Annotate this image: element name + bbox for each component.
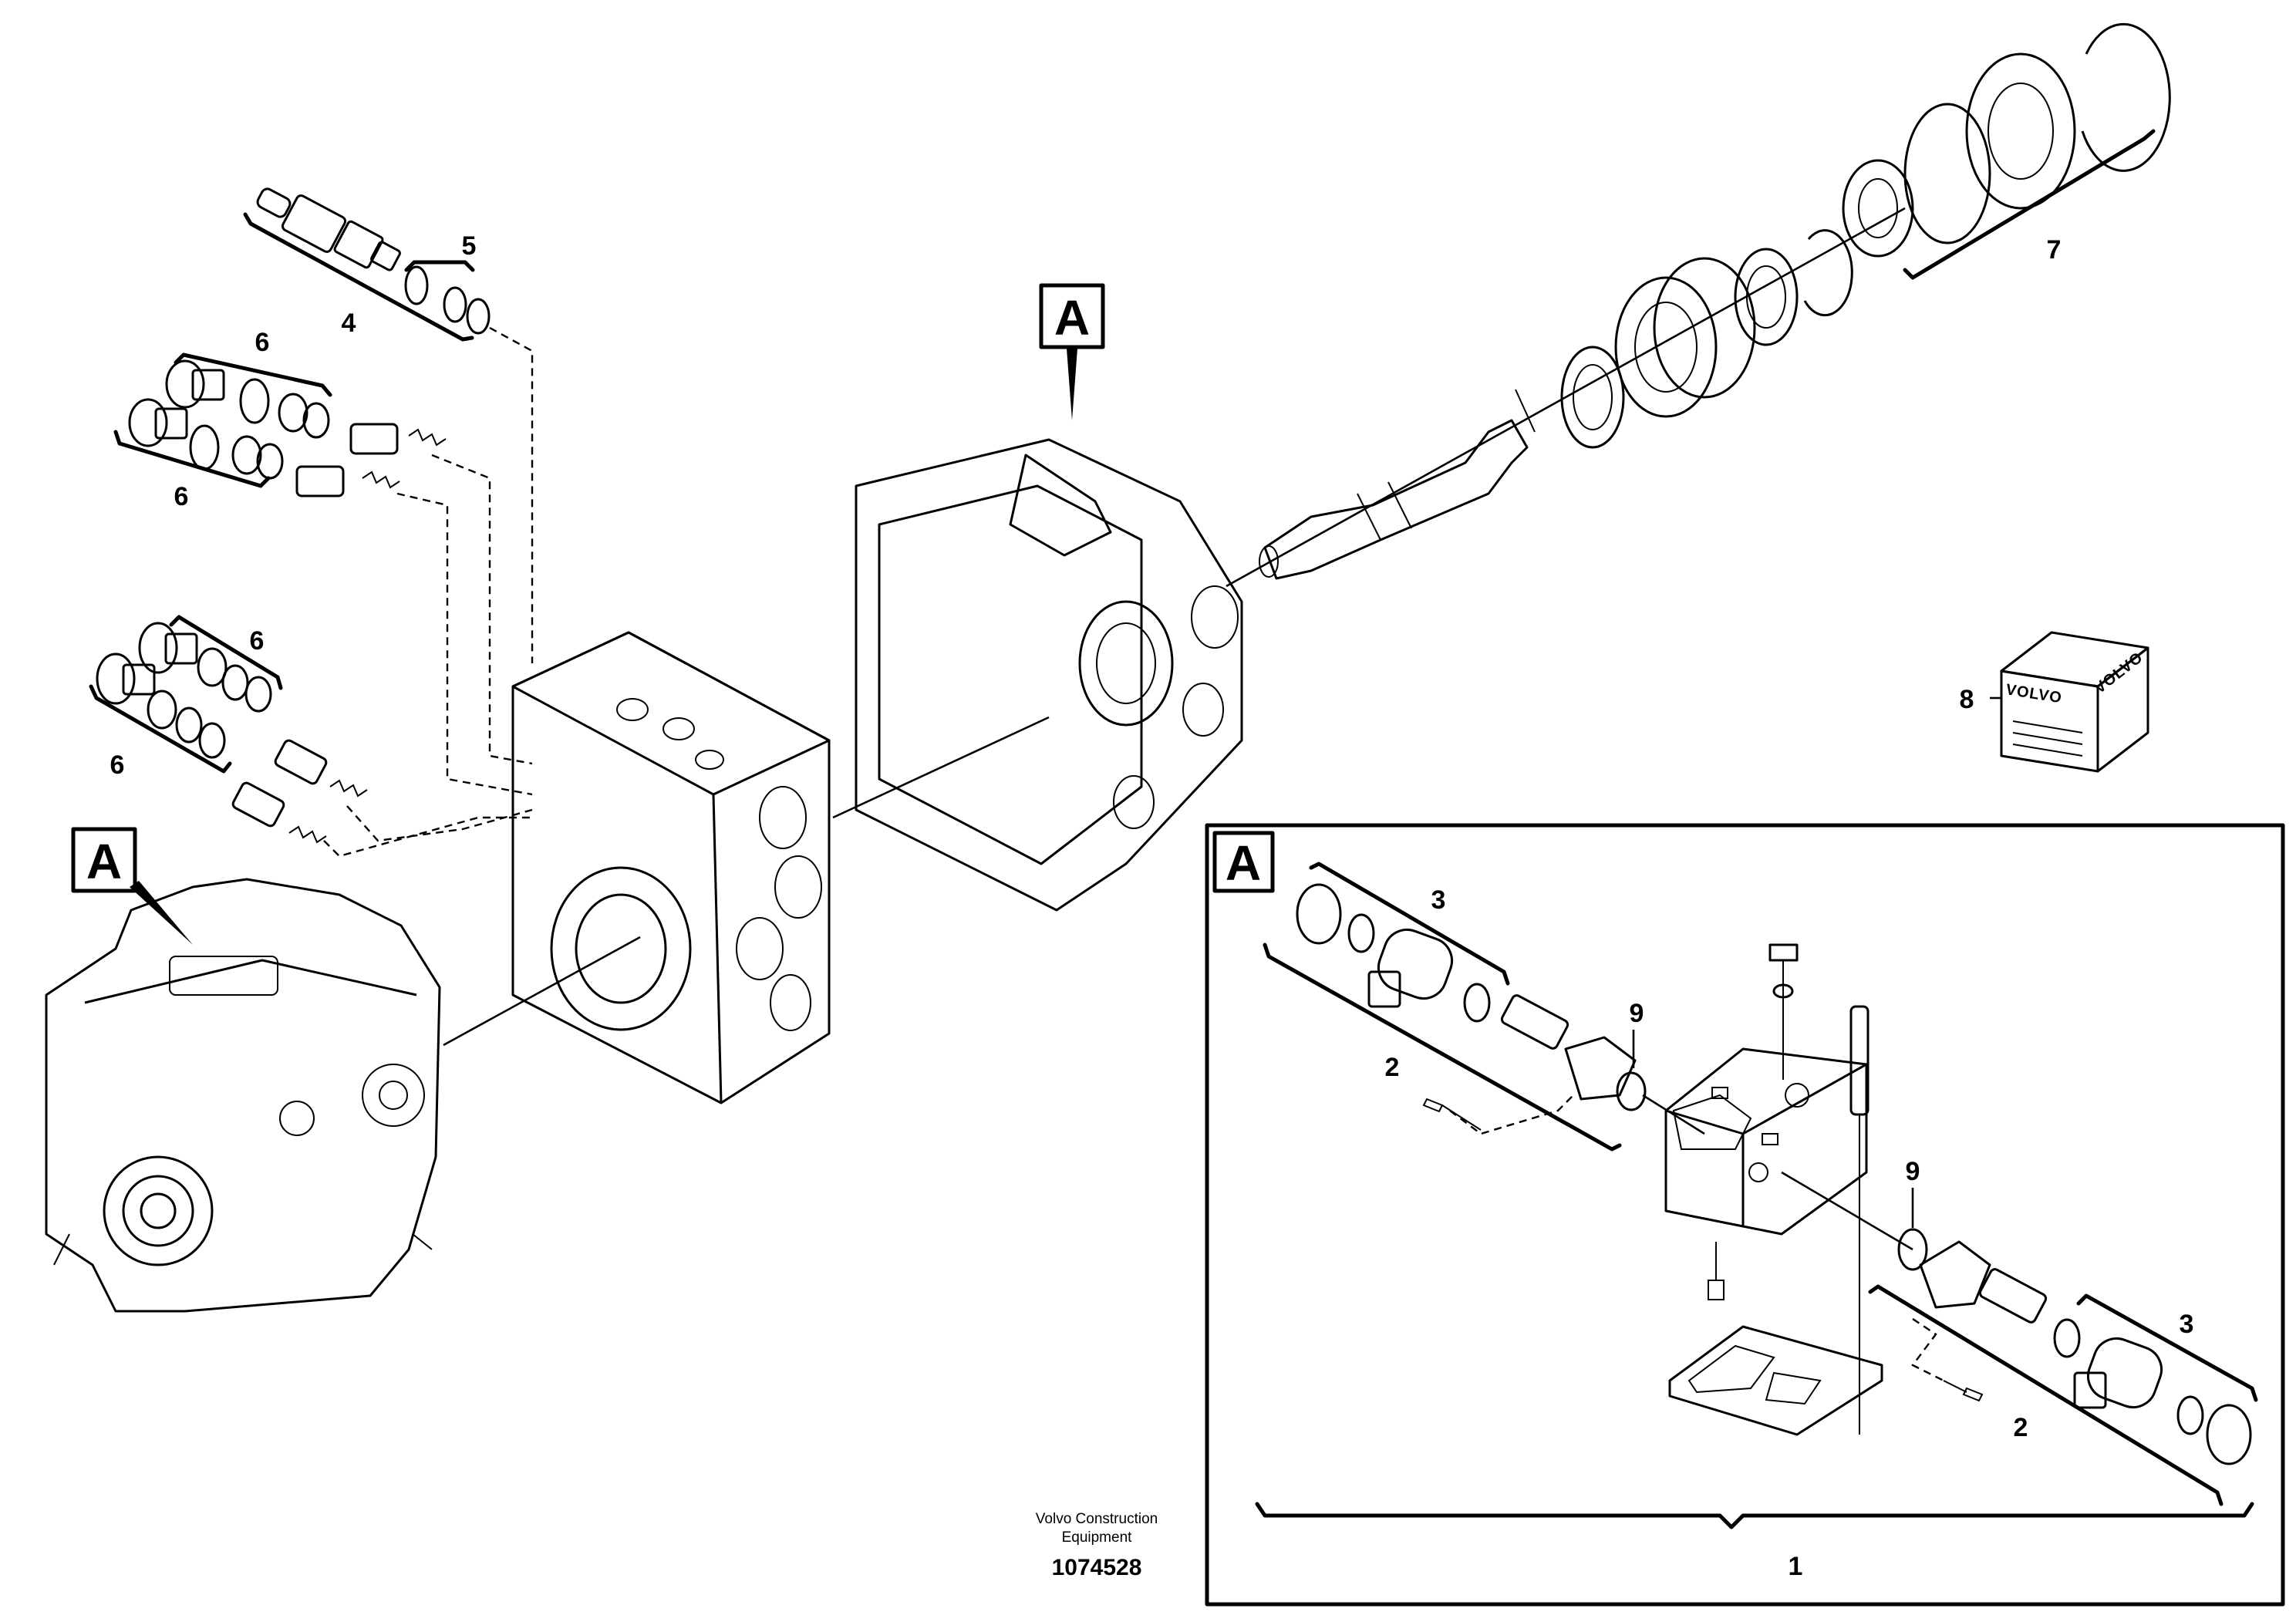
callout-9-upper: 9 bbox=[1630, 999, 1644, 1028]
callout-2-lower: 2 bbox=[2014, 1413, 2028, 1442]
callout-9-lower: 9 bbox=[1906, 1157, 1920, 1186]
detail-screw-upper bbox=[1422, 1098, 1482, 1131]
brace-2-lower bbox=[1868, 1284, 2224, 1506]
company-name-line-2: Equipment bbox=[1062, 1529, 1133, 1546]
port-plate bbox=[511, 631, 831, 1104]
callout-6-a: 6 bbox=[255, 328, 270, 357]
leader-6b-dashed bbox=[396, 492, 533, 796]
brace-7 bbox=[1903, 129, 2156, 280]
snap-ring bbox=[1803, 229, 1853, 317]
pump-housing bbox=[855, 438, 1243, 912]
bearing-spacer-ring bbox=[1734, 248, 1799, 346]
company-name-line-1: Volvo Construction bbox=[1036, 1511, 1158, 1527]
brace-6a bbox=[174, 352, 332, 397]
kit-box-icon: VOLVO VOLVO bbox=[2000, 631, 2149, 773]
kit-box-brand-left: VOLVO bbox=[2004, 681, 2063, 706]
brace-1 bbox=[1255, 1502, 2254, 1529]
callout-6-d: 6 bbox=[110, 750, 125, 780]
check-valve-upper-pair bbox=[128, 359, 447, 497]
brace-4 bbox=[243, 212, 474, 342]
leader-6d-dashed bbox=[323, 816, 532, 858]
solenoid-valve-lower bbox=[1897, 1228, 2252, 1465]
view-marker-a-detail: A bbox=[1212, 831, 1275, 893]
leader-6c-dashed bbox=[346, 805, 533, 842]
control-block bbox=[1664, 1047, 1868, 1236]
thrust-washer bbox=[1560, 346, 1625, 449]
svg-text:A: A bbox=[86, 834, 122, 889]
detail-view-frame bbox=[1205, 823, 2285, 1607]
document-number: 1074528 bbox=[1052, 1555, 1142, 1580]
solenoid-valve-upper bbox=[1296, 883, 1647, 1111]
callout-8: 8 bbox=[1960, 685, 1974, 714]
drive-shaft bbox=[1259, 389, 1536, 580]
callout-6-b: 6 bbox=[174, 482, 189, 511]
brace-6d bbox=[89, 684, 232, 774]
pump-to-plate-line bbox=[443, 936, 641, 1047]
callout-6-c: 6 bbox=[250, 626, 265, 656]
housing-to-plate-line bbox=[832, 716, 1050, 819]
brace-3-upper bbox=[1309, 862, 1510, 986]
svg-text:A: A bbox=[1054, 290, 1090, 346]
kit-box-brand-right: VOLVO bbox=[2092, 649, 2146, 697]
check-valve-lower-pair bbox=[96, 622, 368, 844]
detail-screw-lower bbox=[1943, 1380, 1984, 1402]
shaft-bearing bbox=[1614, 257, 1756, 418]
shaft-seal-kit-item-7 bbox=[1842, 22, 2171, 258]
callout-7: 7 bbox=[2047, 235, 2062, 265]
svg-text:A: A bbox=[1226, 835, 1261, 891]
leader-6a-dashed bbox=[431, 454, 533, 765]
relief-valve-cartridge bbox=[256, 187, 401, 271]
leader-4-dashed bbox=[489, 326, 534, 663]
detail-upper-dashed bbox=[1449, 1094, 1574, 1135]
callout-3-upper: 3 bbox=[1431, 885, 1446, 915]
callout-3-lower: 3 bbox=[2180, 1310, 2194, 1339]
detail-lower-dashed bbox=[1911, 1318, 1944, 1382]
brace-3-lower bbox=[2076, 1293, 2258, 1402]
callout-5: 5 bbox=[462, 231, 477, 261]
block-gasket bbox=[1668, 1325, 1883, 1436]
brace-6b bbox=[113, 430, 271, 488]
o-ring-set-item-5 bbox=[404, 265, 491, 335]
pump-assembly bbox=[45, 878, 441, 1313]
detail-lower-axis bbox=[1781, 1171, 1913, 1251]
view-marker-a-left: A bbox=[71, 827, 193, 945]
callout-2-upper: 2 bbox=[1385, 1053, 1400, 1082]
callout-4: 4 bbox=[342, 309, 356, 338]
callout-1: 1 bbox=[1789, 1552, 1803, 1581]
view-marker-a-top: A bbox=[1039, 283, 1105, 420]
brace-6c bbox=[169, 615, 283, 690]
shaft-axis-line bbox=[1226, 207, 1906, 588]
brace-2-upper bbox=[1263, 943, 1622, 1152]
brace-5 bbox=[404, 260, 475, 272]
block-plug-and-bolt bbox=[1708, 943, 1870, 1435]
